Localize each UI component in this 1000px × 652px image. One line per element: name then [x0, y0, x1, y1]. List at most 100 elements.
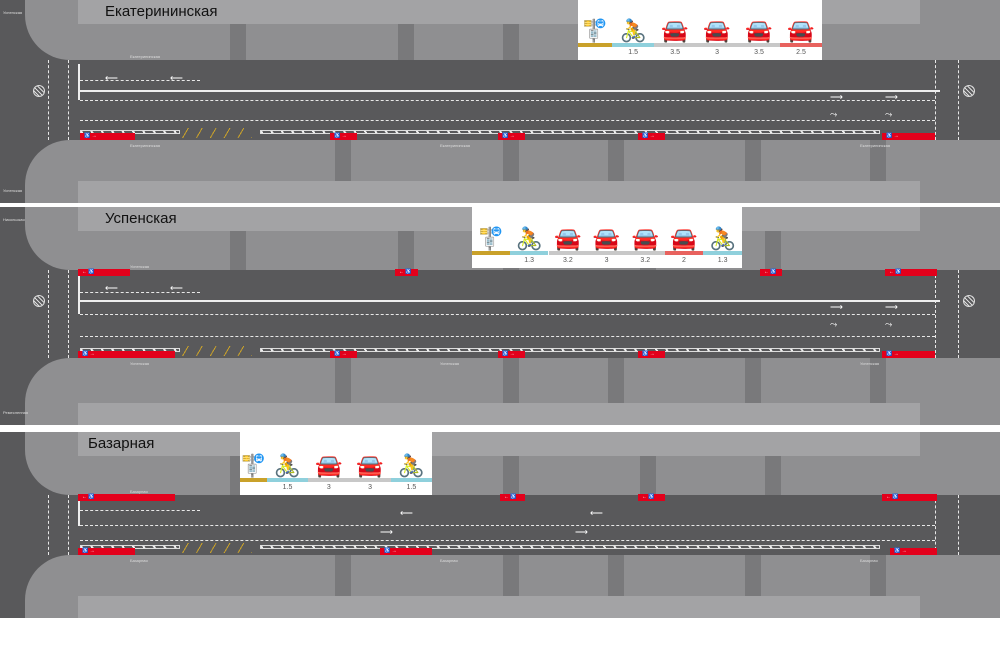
cross-street-label: Успенская — [3, 188, 23, 193]
street-label: Базарная — [130, 558, 148, 563]
lane-width-label: 1.3 — [524, 257, 535, 264]
lane-divider — [80, 80, 200, 81]
block-top-inner — [78, 432, 920, 456]
profile-ground — [696, 43, 739, 47]
bus-lane-marking: ← ♿ — [638, 494, 665, 501]
walkway — [503, 24, 519, 60]
lane-width-label: 3 — [604, 257, 609, 264]
lane-width-label: 3 — [368, 484, 373, 491]
street-label: Успенская — [440, 361, 460, 366]
bus-lane-marking: ♿ → — [330, 351, 357, 358]
parked-car-icon: 🚘 — [670, 226, 698, 251]
lane-arrow-icon: ⤳ — [885, 109, 893, 119]
walkway — [503, 358, 519, 403]
walkway — [398, 24, 414, 60]
block-bottom-inner — [78, 596, 920, 618]
street-title: Базарная — [88, 435, 155, 452]
lane-width-label: 1.5 — [282, 484, 293, 491]
profile-ground — [548, 251, 588, 255]
lane-arrow-icon: ⟵ — [400, 508, 413, 518]
lane-arrow-icon: ⟶ — [380, 527, 393, 537]
profile-ground — [578, 43, 613, 47]
bike-icon: 🚴 — [619, 18, 647, 43]
lane-arrow-icon: ⟶ — [575, 527, 588, 537]
walkway — [230, 231, 246, 270]
bus-lane-marking: ♿ → — [882, 351, 935, 358]
crosswalk-line — [935, 270, 936, 358]
bus-lane-marking: ♿ → — [78, 548, 135, 555]
crosswalk-line — [958, 60, 959, 140]
cross-section-inset: 🚏🚴1.5🚘3.5🚘3🚘3.5🚘2.5 — [578, 0, 822, 60]
bus-lane-marking: ♿ → — [498, 351, 525, 358]
lane-divider — [80, 120, 935, 121]
lane-width-label: 3.2 — [562, 257, 573, 264]
lane-arrow-icon: ⤳ — [885, 319, 893, 329]
profile-ground — [664, 251, 704, 255]
street-label: Успенская — [860, 361, 880, 366]
lane-arrow-icon: ⤳ — [830, 109, 838, 119]
bus-lane-marking: ♿ → — [380, 548, 432, 555]
crosswalk-line — [935, 60, 936, 140]
bus-lane-marking: ← ♿ — [395, 269, 418, 276]
crosswalk-line — [958, 495, 959, 555]
lane-width-label: 1.5 — [628, 49, 639, 56]
street-label: Успенская — [130, 264, 150, 269]
walkway — [870, 358, 886, 403]
walkway — [335, 358, 351, 403]
crosswalk-line — [68, 270, 69, 358]
profile-ground — [349, 478, 391, 482]
lane-width-label: 3 — [715, 49, 720, 56]
median-line — [80, 90, 940, 92]
car-icon: 🚘 — [356, 453, 384, 478]
zigzag-marking — [182, 543, 252, 553]
bus-lane-marking: ♿ → — [890, 548, 937, 555]
walkway — [745, 140, 761, 181]
profile-ground — [308, 478, 350, 482]
walkway — [745, 555, 761, 596]
traffic-island — [963, 295, 975, 307]
cross-section-inset: 🚏🚴1.5🚘3🚘3🚴1.5 — [240, 432, 432, 495]
bus-stop-icon: 🚏 — [239, 453, 268, 478]
bus-lane-marking: ← ♿ — [78, 269, 130, 276]
traffic-island — [33, 295, 45, 307]
bus-lane-marking: ← ♿ — [885, 269, 937, 276]
bus-lane-marking: ♿ → — [882, 133, 935, 140]
lane-divider — [80, 292, 200, 293]
lane-divider — [80, 540, 935, 541]
lane-arrow-icon: ⟵ — [170, 283, 183, 293]
car-icon: 🚘 — [631, 226, 659, 251]
lane-arrow-icon: ⤳ — [830, 319, 838, 329]
walkway — [765, 456, 781, 495]
lane-width-label: 1.5 — [406, 484, 417, 491]
lane-width-label: 3.5 — [670, 49, 680, 56]
lane-divider — [80, 336, 935, 337]
lane-arrow-icon: ⟵ — [590, 508, 603, 518]
profile-ground — [612, 43, 655, 47]
crosswalk-line — [48, 270, 49, 358]
cross-street-label: Ремесленная — [3, 410, 29, 415]
street-title: Успенская — [105, 210, 177, 227]
bus-lane-marking: ♿ → — [80, 133, 135, 140]
block-bottom-inner — [78, 403, 920, 425]
lane-arrow-icon: ⟵ — [170, 73, 183, 83]
crosswalk-line — [958, 270, 959, 358]
bus-stop-icon: 🚏 — [581, 18, 609, 43]
walkway — [230, 24, 246, 60]
crosswalk-line — [48, 495, 49, 555]
lane-arrow-icon: ⟵ — [105, 73, 118, 83]
parked-car-icon: 🚘 — [787, 18, 815, 43]
car-icon: 🚘 — [554, 226, 582, 251]
median-line — [80, 300, 940, 302]
lane-divider — [80, 510, 200, 511]
street-label: Екатерининская — [130, 54, 160, 59]
car-icon: 🚘 — [592, 226, 621, 251]
profile-ground — [780, 43, 822, 47]
walkway — [608, 358, 624, 403]
street-title: Екатерининская — [105, 3, 218, 20]
lane-width-label: 3 — [326, 484, 331, 491]
bus-lane-marking: ← ♿ — [78, 494, 175, 501]
car-icon: 🚘 — [703, 18, 731, 43]
lane-divider — [80, 100, 935, 101]
bike-icon: 🚴 — [397, 453, 426, 478]
